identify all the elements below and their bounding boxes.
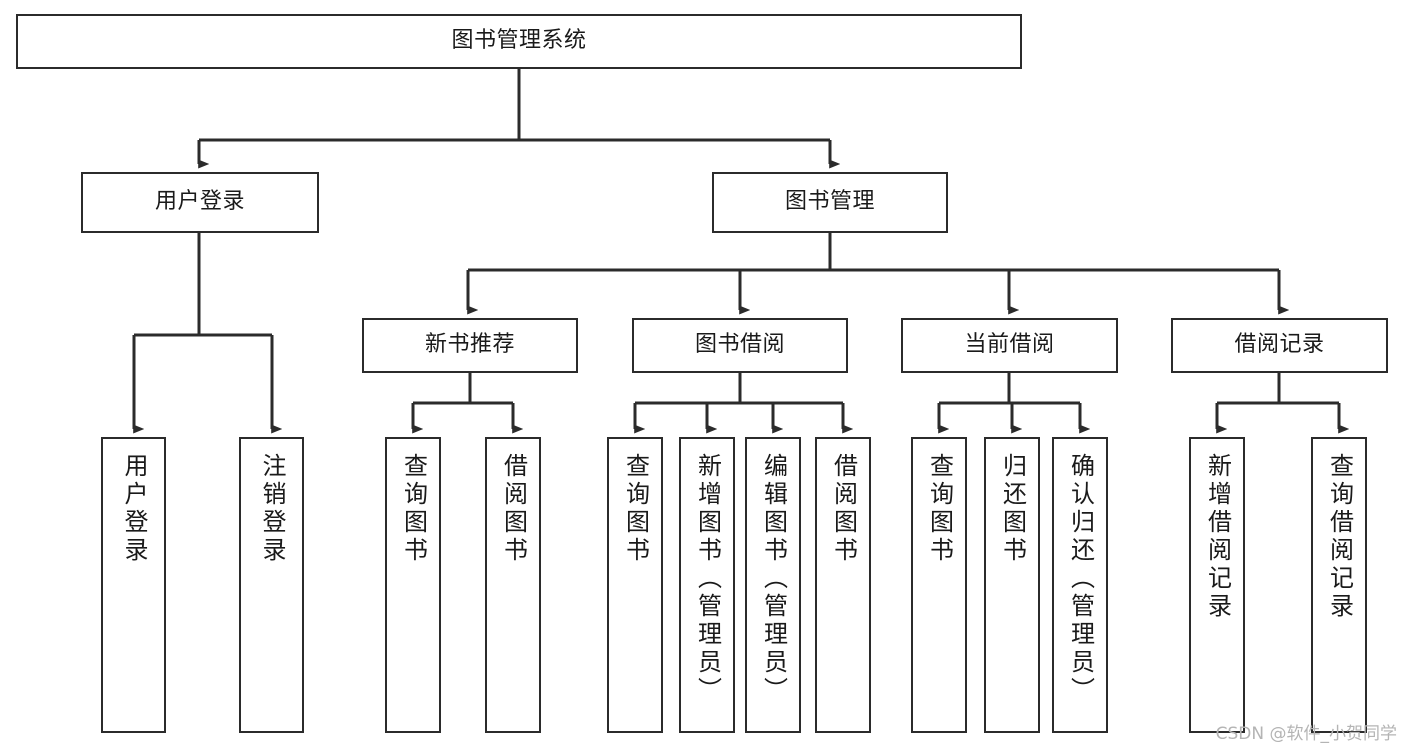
node-current-borrow-label: 当前借阅: [964, 332, 1055, 358]
node-book-manage-label: 图书管理: [784, 189, 875, 215]
node-leaf-confirm-return-label: 确认归还（管理员）: [1066, 453, 1095, 705]
node-leaf-edit-book[interactable]: 编辑图书（管理员）: [745, 437, 801, 733]
node-root-label: 图书管理系统: [451, 28, 587, 54]
node-leaf-query-book-borrow-label: 查询图书: [621, 453, 650, 565]
node-leaf-query-book-rec-label: 查询图书: [399, 453, 428, 565]
node-leaf-query-record[interactable]: 查询借阅记录: [1311, 437, 1367, 733]
node-leaf-edit-book-label: 编辑图书（管理员）: [759, 453, 788, 705]
node-leaf-logout[interactable]: 注销登录: [239, 437, 304, 733]
node-leaf-add-record-label: 新增借阅记录: [1203, 453, 1232, 621]
node-leaf-borrow-book-rec-label: 借阅图书: [499, 453, 528, 565]
node-leaf-borrow-book-rec[interactable]: 借阅图书: [485, 437, 541, 733]
node-leaf-logout-label: 注销登录: [257, 453, 286, 565]
node-leaf-add-book[interactable]: 新增图书（管理员）: [679, 437, 735, 733]
node-leaf-query-book-cur-label: 查询图书: [925, 453, 954, 565]
node-leaf-return-book-label: 归还图书: [998, 453, 1027, 565]
node-borrow-record[interactable]: 借阅记录: [1171, 318, 1388, 373]
node-root[interactable]: 图书管理系统: [16, 14, 1022, 69]
node-leaf-user-login-label: 用户登录: [119, 453, 148, 565]
node-book-borrow[interactable]: 图书借阅: [632, 318, 848, 373]
node-leaf-user-login[interactable]: 用户登录: [101, 437, 166, 733]
node-new-book-rec[interactable]: 新书推荐: [362, 318, 578, 373]
node-book-borrow-label: 图书借阅: [694, 332, 785, 358]
node-leaf-add-record[interactable]: 新增借阅记录: [1189, 437, 1245, 733]
node-user-login-label: 用户登录: [154, 189, 245, 215]
node-leaf-query-record-label: 查询借阅记录: [1325, 453, 1354, 621]
node-leaf-query-book-borrow[interactable]: 查询图书: [607, 437, 663, 733]
node-leaf-return-book[interactable]: 归还图书: [984, 437, 1040, 733]
node-book-manage[interactable]: 图书管理: [712, 172, 948, 233]
node-user-login[interactable]: 用户登录: [81, 172, 319, 233]
node-new-book-rec-label: 新书推荐: [424, 332, 515, 358]
node-current-borrow[interactable]: 当前借阅: [901, 318, 1118, 373]
node-borrow-record-label: 借阅记录: [1234, 332, 1325, 358]
node-leaf-borrow-book[interactable]: 借阅图书: [815, 437, 871, 733]
node-leaf-borrow-book-label: 借阅图书: [829, 453, 858, 565]
node-leaf-query-book-rec[interactable]: 查询图书: [385, 437, 441, 733]
node-leaf-confirm-return[interactable]: 确认归还（管理员）: [1052, 437, 1108, 733]
node-leaf-query-book-cur[interactable]: 查询图书: [911, 437, 967, 733]
node-leaf-add-book-label: 新增图书（管理员）: [693, 453, 722, 705]
